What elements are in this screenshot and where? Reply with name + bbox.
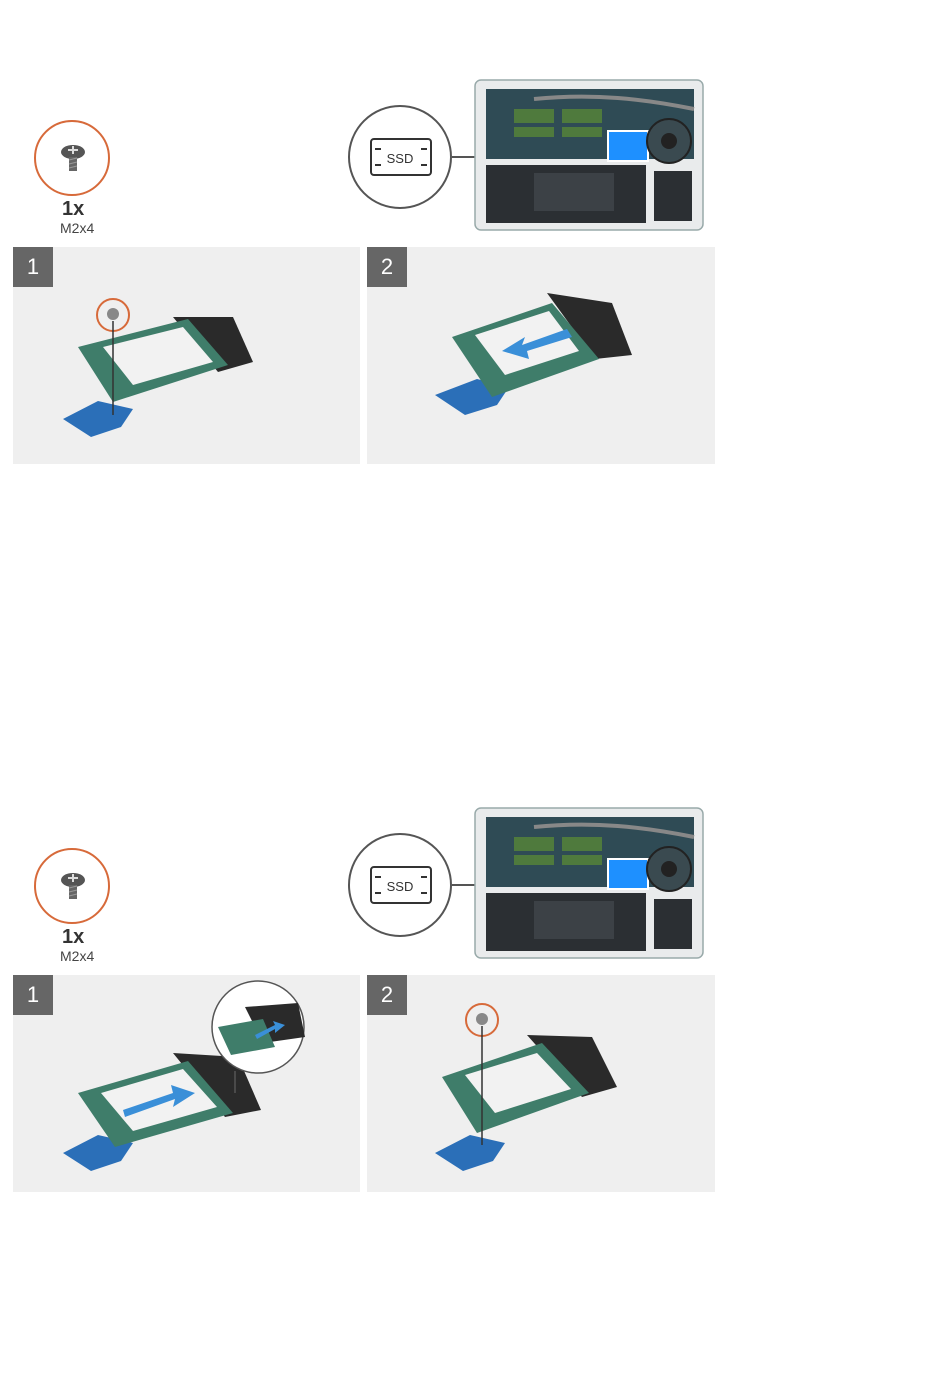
ssd-removal-step-1-illustration [13,247,360,464]
screw-size: M2x4 [60,948,94,964]
ssd-label: SSD [350,151,450,166]
screw-size: M2x4 [60,220,94,236]
ssd-callout: SSD [348,833,452,937]
ssd-installation-step-1-illustration [13,975,360,1192]
laptop-base-illustration [474,79,704,231]
screw-icon [59,144,87,174]
screw-icon [59,872,87,902]
ssd-installation-step-2-illustration [367,975,715,1192]
laptop-base-illustration [474,807,704,959]
ssd-label: SSD [350,879,450,894]
step-panel-1: 1 [13,975,360,1192]
ssd-removal-step-2-illustration [367,247,715,464]
screw-callout [34,848,110,924]
figure-ssd-installation: 1x M2x4 SSD 1 [0,803,950,1223]
figure-ssd-removal: 1x M2x4 SSD 1 [0,75,950,495]
screw-callout [34,120,110,196]
screw-quantity: 1x [62,926,84,949]
step-panel-2: 2 [367,975,715,1192]
step-panel-2: 2 [367,247,715,464]
step-panel-1: 1 [13,247,360,464]
screw-quantity: 1x [62,198,84,221]
ssd-callout: SSD [348,105,452,209]
